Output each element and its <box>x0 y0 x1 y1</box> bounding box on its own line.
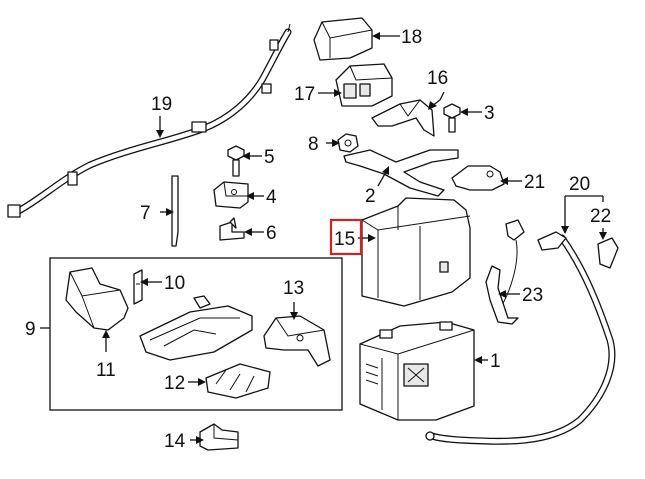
callout-2: 2 <box>365 186 376 207</box>
callout-16: 16 <box>427 68 448 89</box>
part-22-terminal <box>597 237 619 269</box>
callout-14: 14 <box>164 431 186 452</box>
callout-12: 12 <box>164 373 185 394</box>
part-12-support <box>205 363 271 399</box>
leader-lines <box>40 32 607 444</box>
callout-13: 13 <box>283 278 304 299</box>
part-6-clip <box>219 217 245 241</box>
part-7-rod <box>171 175 179 247</box>
callout-1: 1 <box>490 351 501 372</box>
part-17-fuse-block <box>335 63 393 107</box>
part-21-bracket <box>451 165 505 191</box>
part-14-bracket <box>199 423 239 451</box>
part-16-bracket <box>371 99 435 137</box>
callout-18: 18 <box>401 27 422 48</box>
part-10-bracket <box>133 269 143 305</box>
callout-22: 22 <box>590 206 611 227</box>
part-23-bracket <box>485 265 519 325</box>
callout-20: 20 <box>569 174 590 195</box>
callout-8: 8 <box>308 134 319 155</box>
part-5-bolt <box>227 145 245 177</box>
part-15-insulator <box>361 197 471 307</box>
callout-3: 3 <box>484 103 495 124</box>
callout-7: 7 <box>140 203 151 224</box>
callout-15: 15 <box>334 229 355 250</box>
part-3-bolt <box>443 103 461 133</box>
part-18-cover <box>313 17 373 61</box>
callout-19: 19 <box>151 94 172 115</box>
part-2-strap <box>343 149 459 197</box>
part-11-bracket <box>65 267 129 331</box>
callout-15-highlight-box <box>329 218 363 256</box>
callout-9: 9 <box>25 319 36 340</box>
callout-labels: 18 17 16 3 19 8 5 2 21 20 4 7 22 6 15 10… <box>25 27 611 452</box>
part-13-bracket <box>263 315 331 367</box>
callout-23: 23 <box>522 285 543 306</box>
callout-6: 6 <box>266 223 277 244</box>
part-8-nut <box>337 133 359 153</box>
callout-17: 17 <box>294 84 315 105</box>
part-4-block <box>213 181 249 209</box>
callout-4: 4 <box>266 187 277 208</box>
part-19-harness <box>7 23 292 218</box>
tray-group <box>49 257 343 411</box>
part-tray <box>139 295 253 361</box>
callout-5: 5 <box>264 147 275 168</box>
callout-11: 11 <box>96 360 116 381</box>
part-1-battery <box>359 321 475 421</box>
callout-10: 10 <box>164 273 185 294</box>
callout-21: 21 <box>524 172 545 193</box>
